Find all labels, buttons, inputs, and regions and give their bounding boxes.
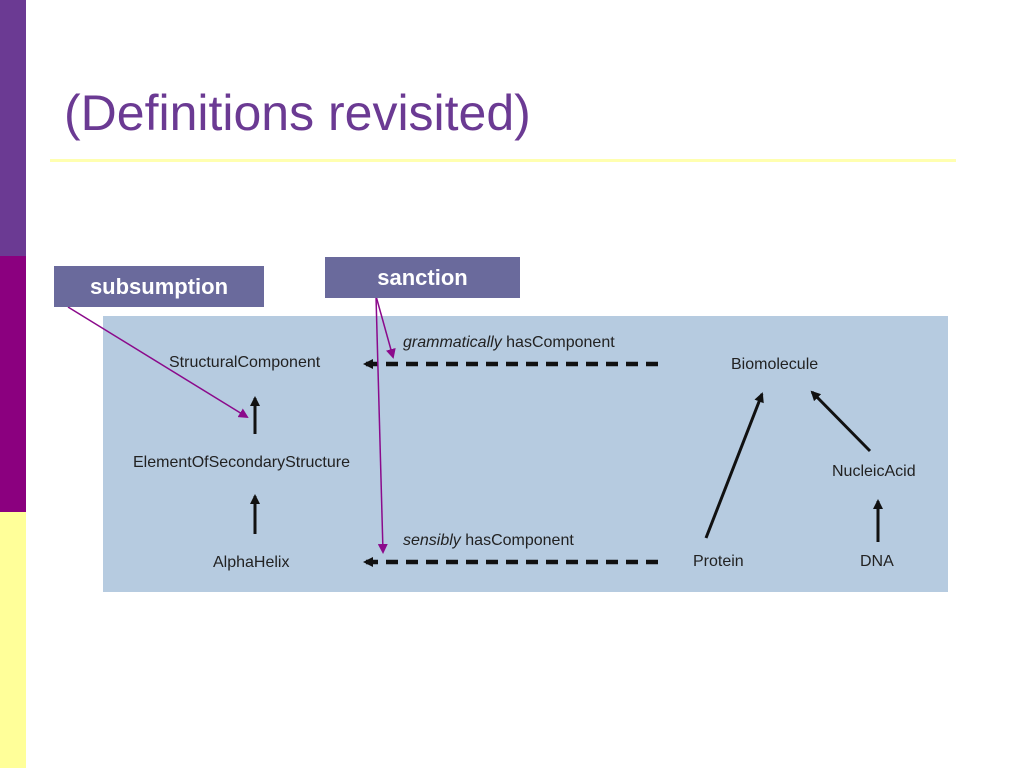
pointer-sanction-top bbox=[375, 295, 396, 359]
sidebar-accent-bottom bbox=[0, 512, 26, 768]
edge-label-top-relation: hasComponent bbox=[506, 334, 615, 351]
edge-label-top-qualifier: grammatically bbox=[403, 334, 502, 351]
title-underline bbox=[50, 159, 956, 162]
node-element-of-secondary-structure: ElementOfSecondaryStructure bbox=[133, 454, 350, 471]
node-nucleic-acid: NucleicAcid bbox=[832, 463, 916, 480]
edge-label-bottom-qualifier: sensibly bbox=[403, 532, 461, 549]
diagram-arrows bbox=[250, 359, 883, 567]
callout-sanction: sanction bbox=[325, 257, 520, 298]
edge-label-bottom: sensibly hasComponent bbox=[403, 532, 574, 550]
sidebar-accent-top bbox=[0, 0, 26, 256]
node-protein: Protein bbox=[693, 553, 744, 570]
slide-title: (Definitions revisited) bbox=[64, 85, 531, 141]
arrow-protein-to-biomolecule bbox=[704, 392, 764, 539]
callout-subsumption: subsumption bbox=[54, 266, 264, 307]
diagram-panel: StructuralComponent ElementOfSecondarySt… bbox=[103, 316, 948, 592]
node-structural-component: StructuralComponent bbox=[169, 354, 321, 371]
arrow-nucleicacid-to-biomolecule bbox=[810, 390, 872, 453]
edge-label-bottom-relation: hasComponent bbox=[465, 532, 574, 549]
pointer-subsumption bbox=[67, 306, 249, 419]
node-dna: DNA bbox=[860, 553, 894, 570]
node-biomolecule: Biomolecule bbox=[731, 356, 819, 373]
sidebar-accent-middle bbox=[0, 256, 26, 512]
pointer-sanction-bottom bbox=[375, 295, 388, 554]
node-alpha-helix: AlphaHelix bbox=[213, 554, 290, 571]
edge-label-top: grammatically hasComponent bbox=[403, 334, 615, 352]
